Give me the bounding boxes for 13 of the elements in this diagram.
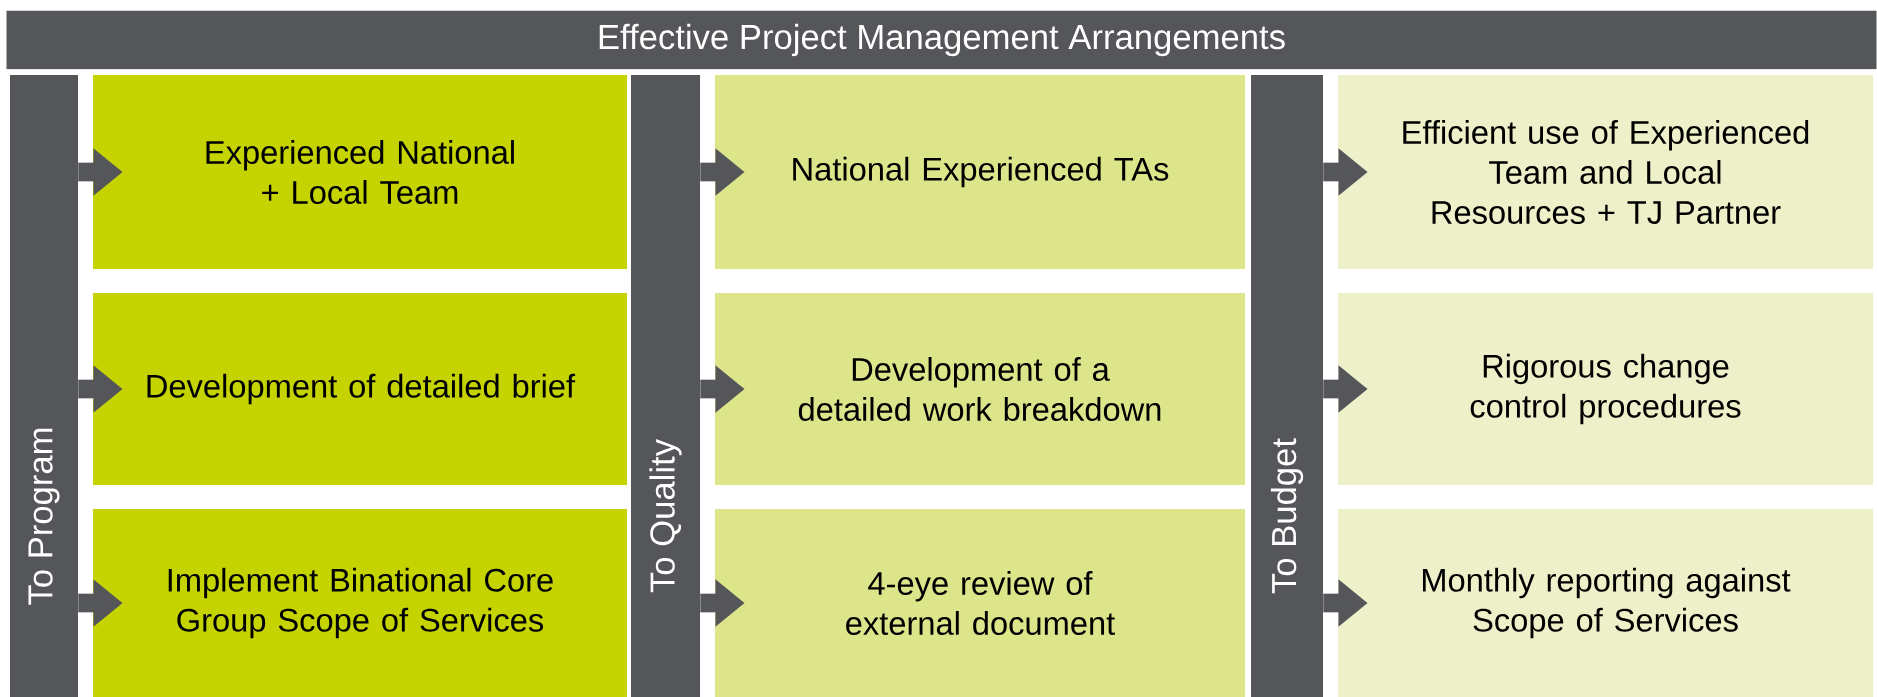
- text-box: Development of detailed brief: [93, 293, 627, 485]
- text-box: 4-eye review of external document: [715, 509, 1245, 697]
- title-bar: Effective Project Management Arrangements: [6, 10, 1877, 70]
- text-box: Development of a detailed work breakdown: [715, 293, 1245, 485]
- text-box: Experienced National + Local Team: [93, 75, 627, 269]
- side-bar: To Budget: [1251, 75, 1323, 697]
- text-box: Efficient use of Experienced Team and Local Resources + TJ Partner: [1338, 75, 1873, 269]
- text-box: Monthly reporting against Scope of Services: [1338, 509, 1873, 697]
- text-box: Rigorous change control procedures: [1338, 293, 1873, 485]
- side-bar: To Program: [10, 75, 78, 697]
- side-bar: To Quality: [631, 75, 701, 697]
- text-box: Implement Binational Core Group Scope of Services: [93, 509, 627, 697]
- text-box: National Experienced TAs: [715, 75, 1245, 269]
